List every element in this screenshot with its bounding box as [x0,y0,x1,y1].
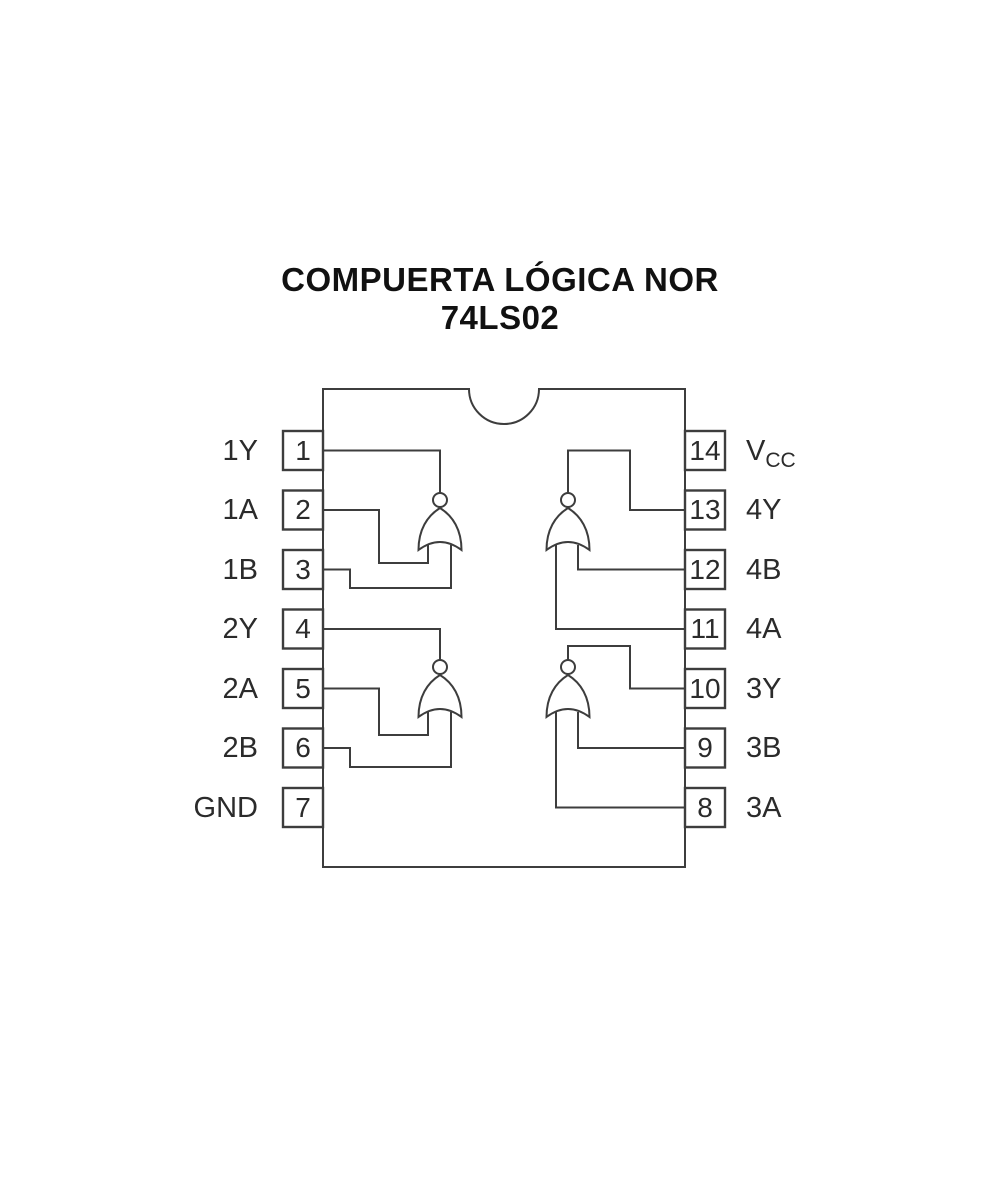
wire-2b-input [323,712,452,768]
pin-number-14: 14 [689,434,721,466]
pin-box-13 [683,489,727,531]
pin-number-6: 6 [295,732,311,763]
pin-label-1b: 1B [222,553,258,586]
pin-number-13: 13 [689,494,721,525]
wire-4y-output [567,449,685,511]
pin-box-4 [281,608,325,650]
pin-number-3: 3 [295,553,311,585]
pin-box-8 [683,786,727,829]
wire-2y-output [323,628,441,661]
wire-3y-output [567,645,685,690]
pin-label-2y: 2Y [222,613,258,645]
pin-label-2a: 2A [222,672,258,705]
pin-number-1: 1 [295,434,311,466]
pin-number-5: 5 [295,672,311,704]
pin-number-7: 7 [295,791,311,823]
pin-number-11: 11 [690,613,720,644]
pin-number-10: 10 [689,672,721,704]
pin-label-3a: 3A [746,791,782,824]
vcc-main: V [746,434,766,467]
pin-number-8: 8 [697,791,713,823]
pin-number-4: 4 [295,613,311,644]
nor-gate-3 [545,659,591,718]
pin-label-1y: 1Y [222,434,258,467]
pin-label-3b: 3B [746,732,782,764]
pin-label-2b: 2B [222,732,258,764]
wire-1b-input [323,545,452,589]
pin-label-gnd: GND [193,791,258,824]
wire-1a-input [323,509,429,564]
wire-3a-input [555,712,685,809]
chip-body [322,388,686,868]
pin-number-2: 2 [295,494,311,525]
vcc-subscript: CC [765,448,796,472]
pin-label-3y: 3Y [746,672,782,705]
wire-4a-input [555,545,685,630]
pin-label-1a: 1A [222,494,258,526]
pin-label-vcc: VCC [746,434,906,472]
wire-1y-output [323,449,441,494]
pin-box-1 [281,429,325,472]
pin-label-4y: 4Y [746,494,782,526]
pin-box-5 [281,667,325,710]
pin-box-9 [683,727,727,769]
wire-4b-input [577,545,685,571]
pin-box-7 [281,786,325,829]
pin-number-9: 9 [697,732,713,763]
diagram-title: COMPUERTA LÓGICA NOR [281,261,719,298]
pin-label-4a: 4A [746,613,782,645]
nor-gate-4 [545,492,591,551]
pin-box-14 [683,429,727,472]
pin-box-2 [281,489,325,531]
pin-box-3 [281,548,325,591]
nor-gate-2 [417,659,463,718]
pin-box-11 [683,608,727,650]
pin-box-12 [683,548,727,591]
wire-3b-input [577,712,685,749]
pin-label-4b: 4B [746,553,782,586]
diagram-subtitle: 74LS02 [440,299,560,336]
pin-number-12: 12 [689,553,721,585]
wire-2a-input [323,687,429,736]
pin-box-6 [281,727,325,769]
nor-gate-1 [417,492,463,551]
pin-box-10 [683,667,727,710]
